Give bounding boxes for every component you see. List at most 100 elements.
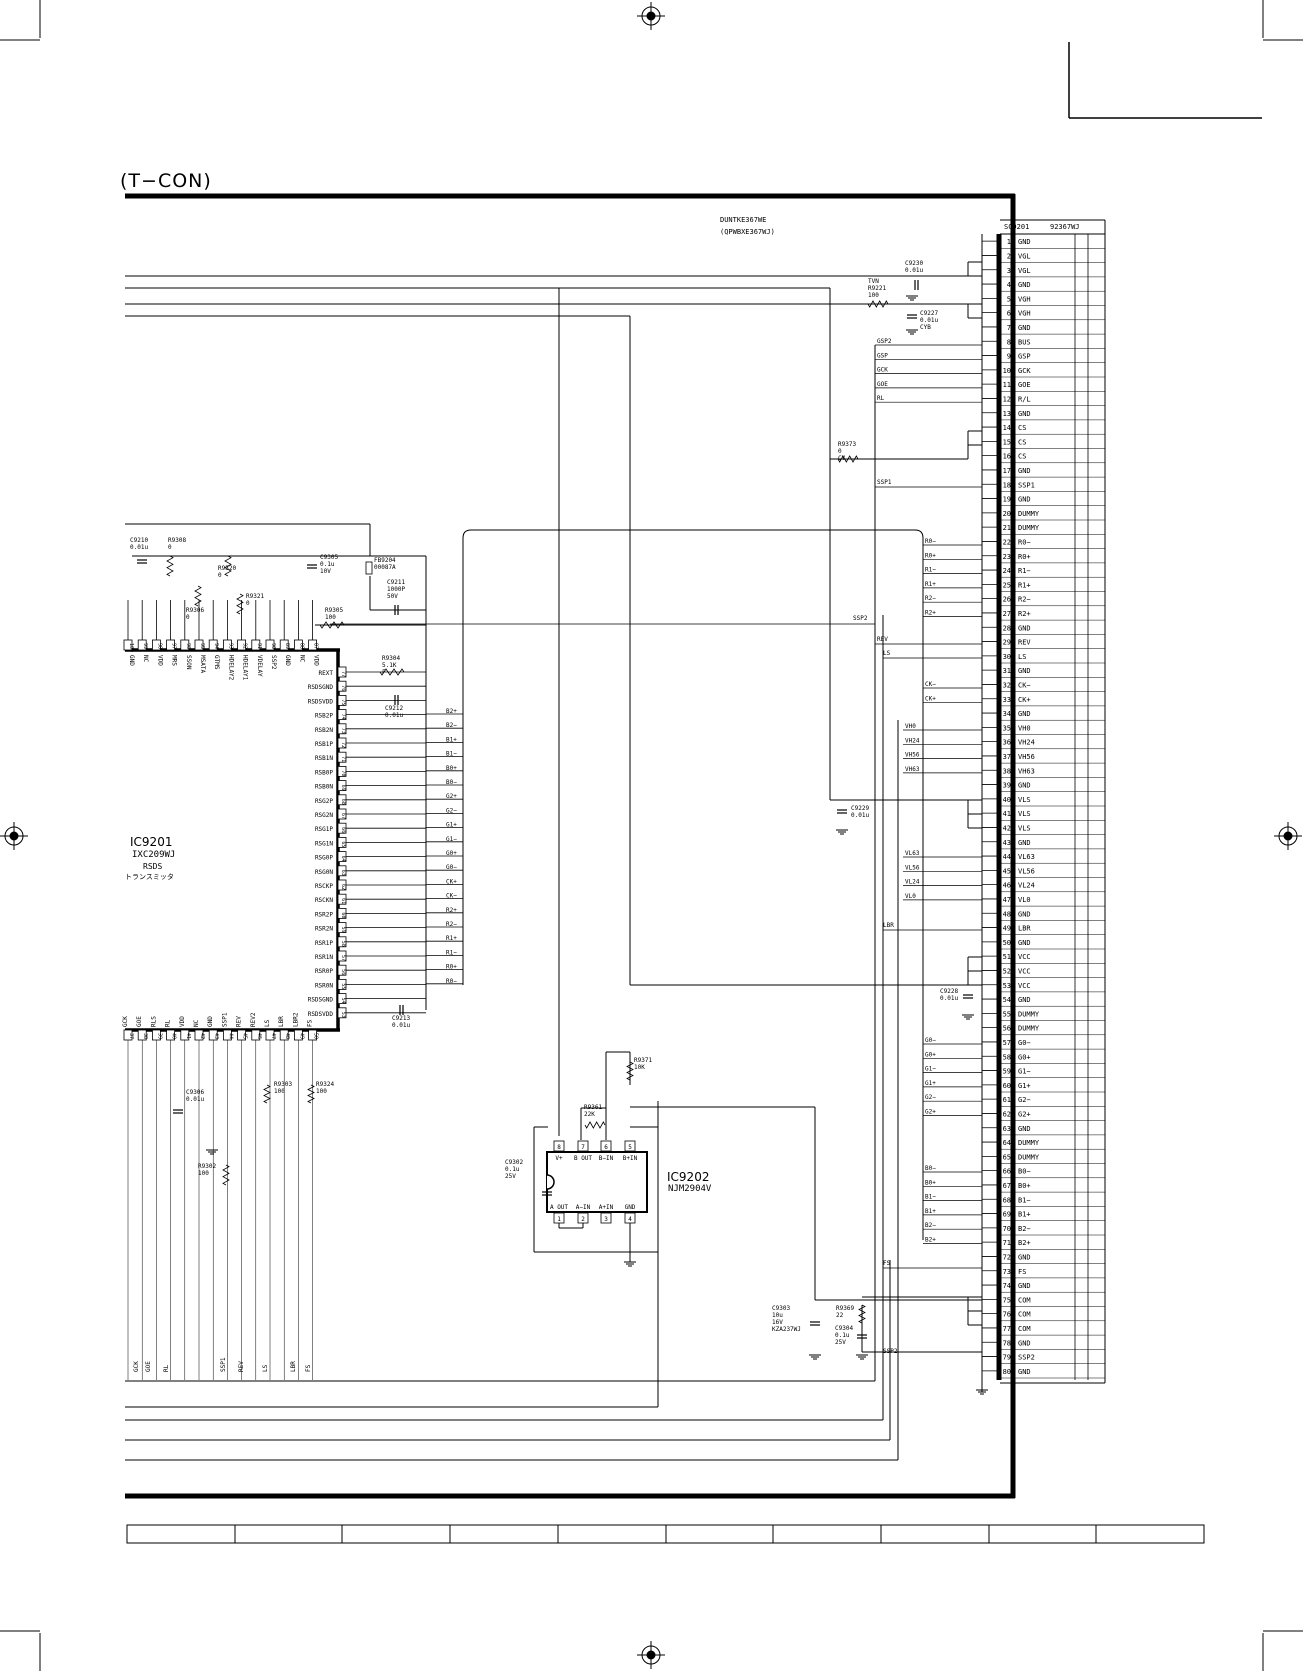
net-label: G2−: [925, 1094, 936, 1101]
component-label: 100: [316, 1088, 327, 1095]
component-label: R9361: [584, 1104, 602, 1111]
resistor-r9304: [379, 668, 405, 676]
ic9201-pin-number: 50: [313, 1033, 319, 1039]
component-label: C9304: [835, 1325, 853, 1332]
ic9201-pin-name: RSB2N: [315, 727, 333, 734]
connector-pin-number: 54: [1003, 996, 1011, 1004]
connector-pin-name: DUMMY: [1018, 1010, 1040, 1018]
connector-pin-number: 42: [1003, 824, 1011, 832]
ic9201-pin-number: 73: [340, 728, 346, 734]
component-label: 0.01u: [130, 544, 148, 551]
resistor-r9373: [837, 455, 859, 463]
ic9201-pin-name: GND: [207, 1016, 214, 1027]
resistor-r9320: [224, 555, 232, 577]
connector-pin-number: 43: [1003, 839, 1011, 847]
component-label: 0.01u: [851, 812, 869, 819]
connector-pin-name: G2−: [1018, 1096, 1031, 1104]
connector-pin-name: VL63: [1018, 853, 1035, 861]
ic9201-ref: IC9201: [130, 835, 173, 849]
component-label: R9371: [634, 1057, 652, 1064]
connector-pin-name: CK−: [1018, 681, 1031, 689]
connector-ref: SC9201: [1004, 223, 1030, 231]
connector-pin-name: GND: [1018, 496, 1031, 504]
component-label: 1000P: [387, 586, 405, 593]
ic9202-pin-name: B−IN: [599, 1155, 614, 1162]
ic9201-pin-name: RSG0N: [315, 869, 333, 876]
ic9201-pin-number: 65: [340, 841, 346, 847]
ic9201-pin-number: 38: [142, 1033, 148, 1039]
ic9202-pin-number: 6: [604, 1144, 608, 1151]
net-label: GSP: [877, 352, 888, 359]
component-label: 0.1u: [320, 561, 335, 568]
connector-pin-number: 50: [1003, 939, 1011, 947]
ic9201-pin-number: 41: [185, 1033, 191, 1039]
connector-pin-number: 23: [1003, 553, 1011, 561]
component-label: R9305: [325, 607, 343, 614]
net-label: RL: [163, 1364, 170, 1372]
connector-pin-number: 53: [1003, 982, 1011, 990]
connector-pin-number: 4: [1007, 281, 1011, 289]
connector-pin-name: GND: [1018, 710, 1031, 718]
bus-label: R1+: [446, 935, 457, 942]
net-label: REV: [877, 636, 888, 643]
connector-pin-name: GND: [1018, 324, 1031, 332]
component-label: C9210: [130, 537, 148, 544]
ic9201-pin-number: 75: [340, 699, 346, 705]
resistor-r9361: [584, 1121, 606, 1129]
net-label: SSP2: [883, 1348, 898, 1355]
connector-pin-number: 62: [1003, 1110, 1011, 1118]
connector-pin-number: 22: [1003, 538, 1011, 546]
connector-pin-name: BUS: [1018, 338, 1031, 346]
net-label: CK+: [925, 695, 936, 702]
ic9201-pin-name: GND: [128, 655, 135, 666]
ic9201-pin-number: 98: [156, 643, 162, 649]
ic9201-pin-name: RSR2P: [315, 911, 333, 918]
board-part-1: DUNTKE367WE: [720, 216, 767, 224]
ic9201-pin-number: 89: [284, 643, 290, 649]
ic9201-pin-number: 63: [340, 870, 346, 876]
connector-pin-name: GND: [1018, 939, 1031, 947]
connector-pin-name: GND: [1018, 667, 1031, 675]
connector-pin-number: 46: [1003, 882, 1011, 890]
component-label: 100: [325, 614, 336, 621]
component-label: 100: [868, 292, 879, 299]
net-label: R1−: [925, 567, 936, 574]
component-label: R9373: [838, 441, 856, 448]
connector-pin-name: R0−: [1018, 538, 1031, 546]
ic9202-pin-number: 7: [581, 1144, 585, 1151]
connector-pin-name: G0+: [1018, 1053, 1031, 1061]
ic9201-pin-name: RSR0P: [315, 968, 333, 975]
ic9202-pin-name: A+IN: [599, 1204, 614, 1211]
component-label: 0: [186, 614, 190, 621]
connector-pin-name: COM: [1018, 1311, 1031, 1319]
connector-pin-number: 18: [1003, 481, 1011, 489]
ic9201-pin-number: 70: [340, 770, 346, 776]
ic9201-pin-number: 43: [213, 1033, 219, 1039]
ic9201-pin-name: MSATA: [199, 655, 206, 673]
connector-pin-number: 41: [1003, 810, 1011, 818]
ic9201-pin-number: 94: [213, 643, 219, 649]
component-label: C9305: [320, 554, 338, 561]
net-label: R0+: [925, 552, 936, 559]
component-label: FB9204: [374, 557, 396, 564]
ic9202-pin-name: GND: [625, 1204, 636, 1211]
ic9201-pin-number: 54: [340, 998, 346, 1004]
ic9201-pin-name: RSR2N: [315, 926, 333, 933]
ic9202-pin-box: [577, 1140, 589, 1152]
component-label: 50V: [387, 593, 398, 600]
connector-pin-name: GND: [1018, 1368, 1031, 1376]
connector-pin-name: VGL: [1018, 267, 1031, 275]
component-label: R9304: [382, 655, 400, 662]
connector-pin-number: 44: [1003, 853, 1011, 861]
component-label: C9229: [851, 805, 869, 812]
net-label: GOE: [877, 381, 888, 388]
component-label: R9306: [186, 607, 204, 614]
ic9201-pin-name: RSG0P: [315, 855, 333, 862]
ic9201-pin-number: 91: [256, 643, 262, 649]
component-label: 0: [246, 600, 250, 607]
ic9201-pin-number: 97: [171, 643, 177, 649]
connector-pin-number: 15: [1003, 438, 1011, 446]
ic9201-pin-name: NC: [298, 655, 305, 663]
net-label: RL: [877, 395, 885, 402]
connector-pin-name: DUMMY: [1018, 510, 1040, 518]
